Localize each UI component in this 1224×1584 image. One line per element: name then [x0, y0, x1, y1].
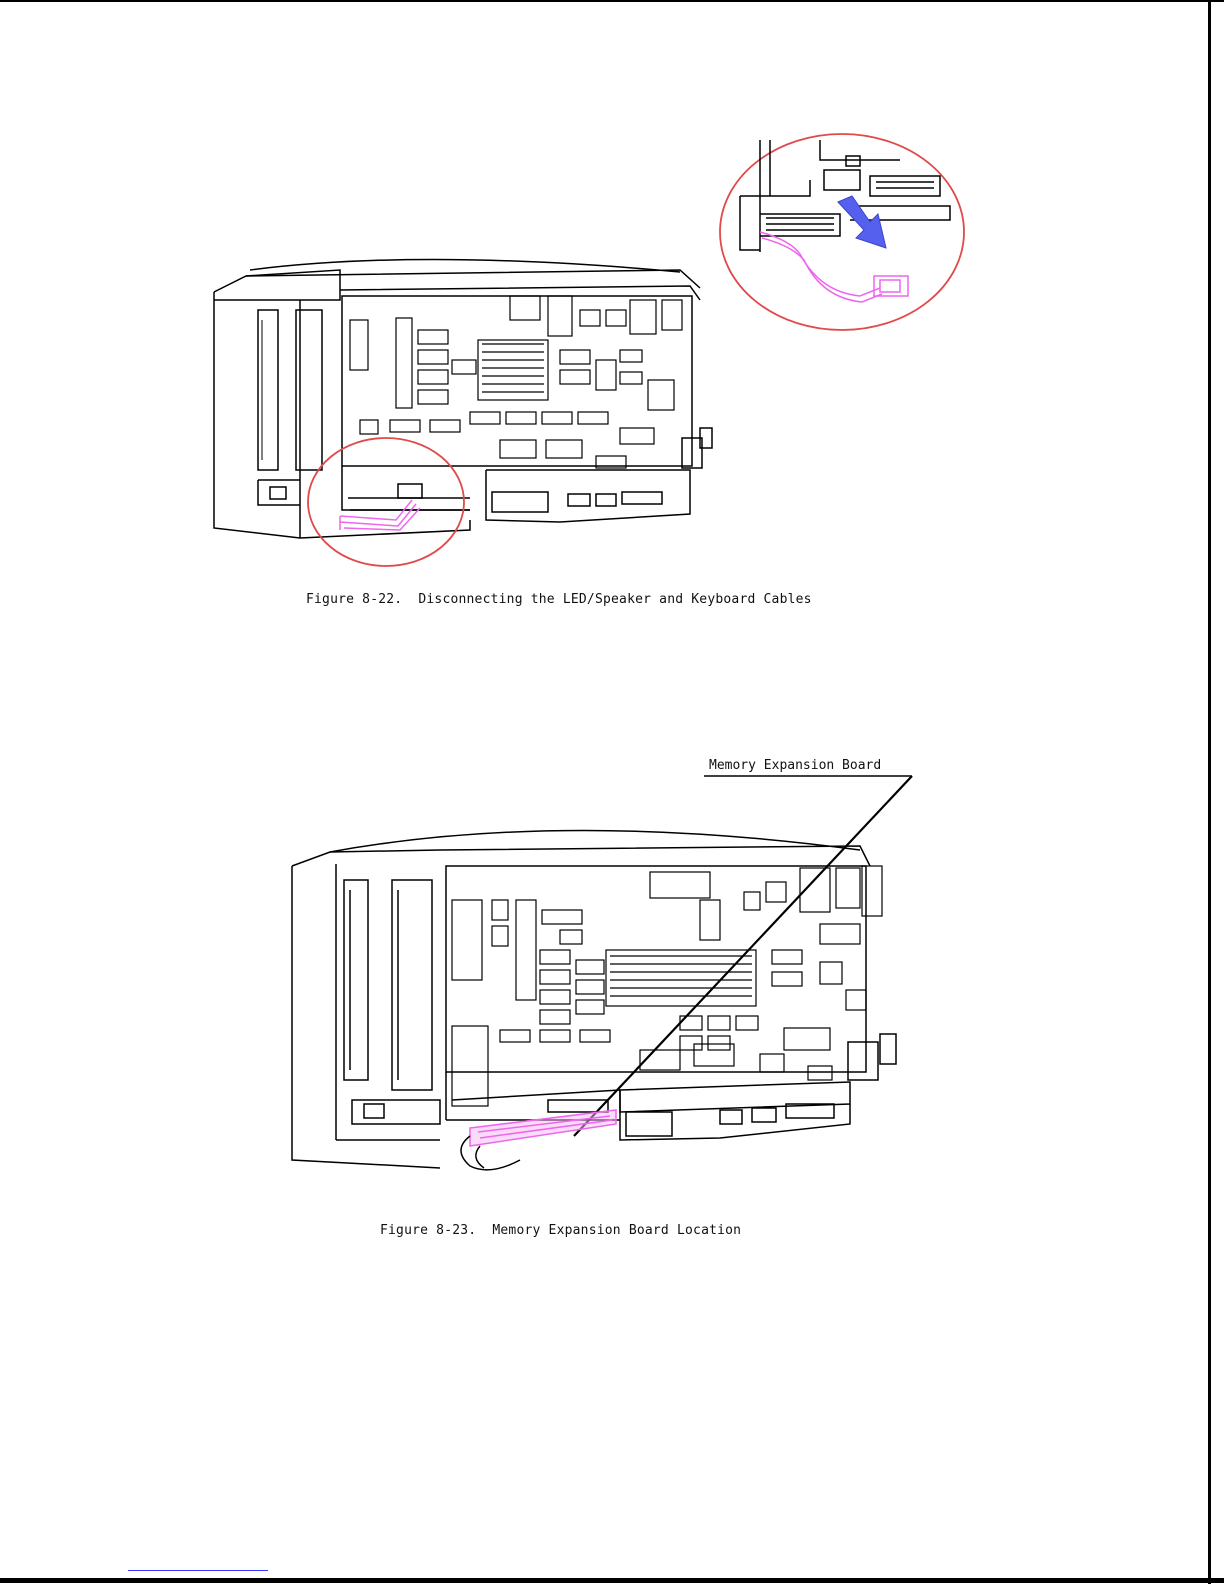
memory-expansion-board-label: Memory Expansion Board: [709, 758, 881, 773]
figure-caption-8-23: Figure 8-23. Memory Expansion Board Loca…: [380, 1223, 741, 1238]
figure-caption-8-22: Figure 8-22. Disconnecting the LED/Speak…: [306, 592, 812, 607]
footer-link-underline[interactable]: [128, 1570, 268, 1571]
figure-8-22-illustration: [0, 0, 1224, 620]
bottom-border: [0, 1578, 1224, 1583]
